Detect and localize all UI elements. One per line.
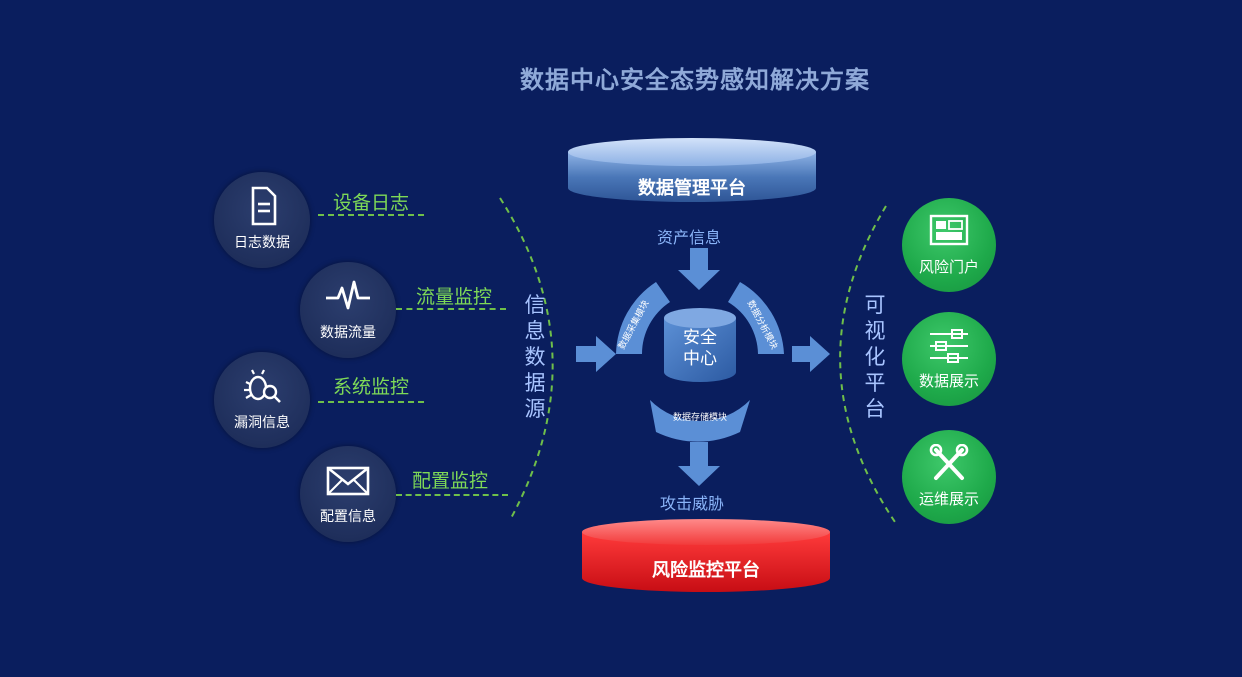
dashed-line	[396, 494, 508, 496]
source-traffic-data: 数据流量	[300, 262, 396, 358]
top-platform-cylinder	[568, 138, 816, 202]
pulse-icon	[326, 280, 370, 310]
source-label: 配置信息	[320, 509, 376, 525]
module-arc-left	[616, 282, 670, 354]
source-label: 漏洞信息	[234, 415, 290, 431]
arrow-right-left	[576, 336, 616, 372]
dashed-line	[318, 401, 424, 403]
module-arc-bottom	[650, 400, 750, 442]
output-data-display: 数据展示	[902, 312, 996, 406]
source-config-info: 配置信息	[300, 446, 396, 542]
output-label: 运维展示	[918, 490, 979, 508]
asset-info-label: 资产信息	[657, 228, 722, 247]
sliders-icon	[930, 329, 968, 363]
core-label: 安全 中心	[664, 328, 736, 370]
arrow-down-top	[678, 248, 720, 290]
right-dashed-arc	[839, 205, 896, 523]
output-label: 风险门户	[918, 258, 979, 276]
output-ops-display: 运维展示	[902, 430, 996, 524]
source-label: 数据流量	[320, 325, 376, 341]
document-icon	[251, 186, 277, 226]
bottom-platform-label: 风险监控平台	[652, 560, 760, 581]
security-center-core	[664, 308, 736, 382]
arrow-right-right	[792, 336, 830, 372]
module-arc-right	[728, 282, 784, 354]
output-label: 数据展示	[918, 372, 979, 390]
source-label: 日志数据	[234, 235, 290, 251]
left-dashed-arc	[499, 197, 554, 521]
arrow-down-bottom	[678, 442, 720, 486]
bottom-platform-cylinder	[582, 519, 830, 592]
envelope-icon	[326, 466, 370, 496]
visual-platform-label: 可 视 化 平 台	[864, 293, 886, 421]
core-label-line2: 中心	[683, 349, 717, 369]
tools-icon	[929, 444, 969, 480]
core-label-line1: 安全	[683, 328, 717, 348]
source-vuln-info: 漏洞信息	[214, 352, 310, 448]
source-log-data: 日志数据	[214, 172, 310, 268]
diagram-title: 数据中心安全态势感知解决方案	[520, 66, 870, 94]
top-platform-label: 数据管理平台	[638, 178, 746, 199]
attack-threat-label: 攻击威胁	[660, 494, 725, 513]
line-label-config-monitor: 配置监控	[412, 470, 489, 492]
line-label-device-log: 设备日志	[333, 192, 410, 214]
dashed-line	[318, 214, 424, 216]
dashed-line	[396, 308, 506, 310]
line-label-system-monitor: 系统监控	[333, 376, 410, 398]
bug-search-icon	[244, 369, 281, 403]
output-risk-portal: 风险门户	[902, 198, 996, 292]
info-source-label: 信 息 数 据 源	[524, 293, 546, 421]
module-bottom-label: 数据存储模块	[672, 413, 727, 423]
line-label-traffic-monitor: 流量监控	[416, 286, 493, 308]
portal-icon	[929, 214, 969, 246]
